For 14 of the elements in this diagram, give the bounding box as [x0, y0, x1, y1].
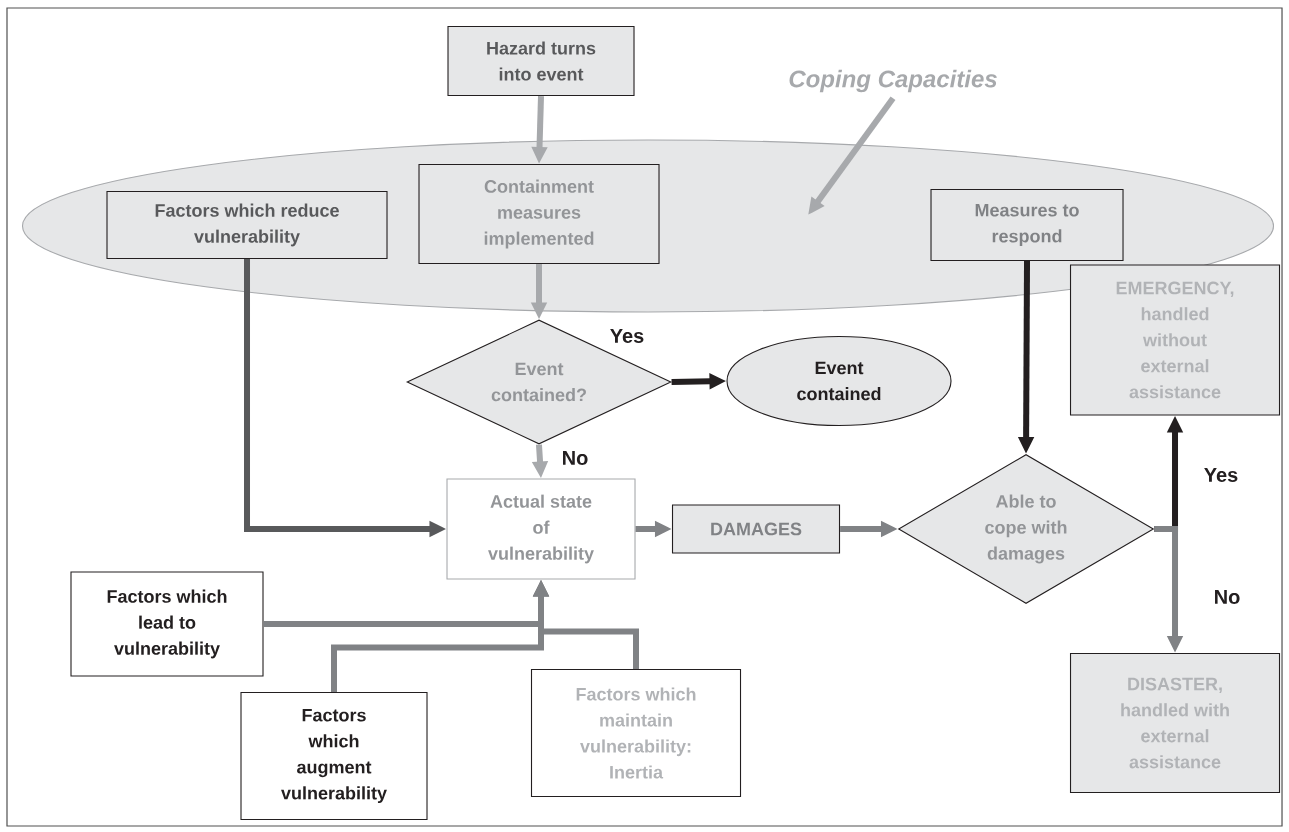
factor-box: Factors which lead to vulnerability [70, 571, 264, 677]
process-box: Measures to respond [930, 188, 1124, 262]
factor-box: Factors which augment vulnerability [240, 691, 428, 821]
process-box: Containment measures implemented [418, 163, 660, 265]
edge-label: Yes [1202, 467, 1240, 483]
edge-label: No [560, 450, 590, 466]
heading-text: Coping Capacities [789, 69, 997, 93]
process-box: DAMAGES [671, 504, 841, 554]
process-box: Actual state of vulnerability [446, 478, 636, 580]
factor-box: Factors which maintain vulnerability: Inertia [530, 668, 742, 798]
process-box: Factors which reduce vulnerability [106, 190, 388, 260]
process-box: Hazard turns into event [447, 25, 635, 97]
edge-label: No [1212, 589, 1242, 605]
edge-label: Yes [608, 328, 646, 344]
